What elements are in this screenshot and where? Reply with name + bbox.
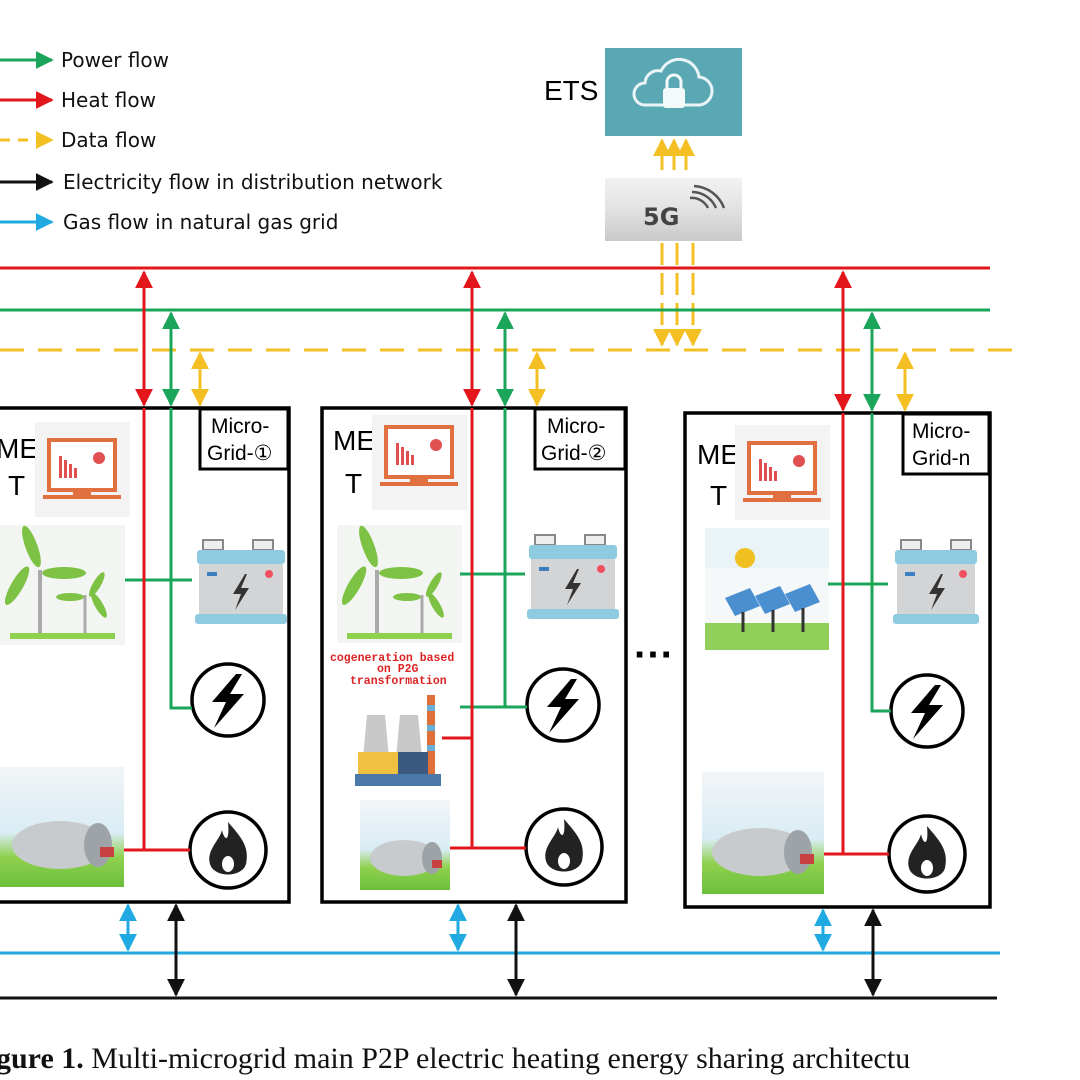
svg-text:Grid-②: Grid-② (541, 442, 607, 465)
electricity-load-icon (525, 667, 601, 743)
legend: Power flow Heat flow Data flow Electrici… (0, 48, 443, 234)
microgrid-n: Micro- Grid-n ME T (683, 270, 992, 997)
legend-item-gas: Gas flow in natural gas grid (0, 210, 338, 234)
legend-label: Gas flow in natural gas grid (63, 210, 338, 234)
svg-text:Micro-: Micro- (211, 415, 269, 438)
svg-text:cogeneration based: cogeneration based (330, 652, 454, 665)
legend-label: Heat flow (61, 88, 156, 112)
gas-boiler-icon (702, 772, 824, 894)
svg-text:Grid-n: Grid-n (912, 447, 970, 470)
cogeneration-plant-icon (355, 695, 441, 786)
svg-text:on P2G: on P2G (377, 663, 419, 676)
legend-label: Electricity flow in distribution network (63, 170, 443, 194)
microgrid-label: Micro- Grid-② (533, 407, 627, 471)
svg-text:Grid-①: Grid-① (207, 442, 273, 465)
battery-icon (195, 539, 287, 624)
met-label: ME (0, 433, 38, 464)
svg-text:Micro-: Micro- (547, 415, 605, 438)
caption-prefix: gure 1. (0, 1042, 84, 1075)
met-label: ME (333, 425, 375, 456)
microgrid-1: Micro- Grid-① ME T (0, 270, 291, 997)
microgrid-2: Micro- Grid-② ME T cogeneration based (320, 270, 628, 997)
ets-label: ETS (544, 75, 598, 106)
monitor-icon (35, 422, 130, 517)
legend-item-data: Data flow (0, 128, 156, 152)
microgrid-label: Micro- Grid-① (198, 407, 290, 471)
solar-panel-icon (705, 528, 829, 650)
legend-label: Power flow (61, 48, 169, 72)
caption-text: Multi-microgrid main P2P electric heatin… (84, 1042, 910, 1075)
gas-boiler-icon (0, 767, 124, 887)
heat-load-icon (887, 814, 967, 894)
legend-item-electricity: Electricity flow in distribution network (0, 170, 443, 194)
legend-label: Data flow (61, 128, 156, 152)
svg-text:transformation: transformation (350, 675, 447, 688)
heat-load-icon (524, 807, 604, 887)
met-label: T (345, 468, 362, 499)
battery-icon (893, 539, 979, 624)
met-label: ME (697, 439, 739, 470)
wind-turbine-icon (337, 525, 462, 643)
microgrid-label: Micro- Grid-n (901, 412, 991, 476)
cogeneration-label: cogeneration based on P2G transformation (330, 652, 454, 688)
heat-load-icon (188, 810, 268, 890)
5g-signal-icon: 5G (605, 178, 742, 241)
wind-turbine-icon (0, 525, 125, 645)
more-microgrids-ellipsis: ··· (634, 633, 674, 677)
5g-label: 5G (643, 203, 679, 231)
monitor-icon (735, 425, 830, 520)
data-uplink-arrows (653, 138, 695, 170)
electricity-load-icon (889, 673, 965, 749)
cloud-lock-icon (605, 48, 742, 136)
svg-text:Micro-: Micro- (912, 420, 970, 443)
figure-caption: gure 1. Multi-microgrid main P2P electri… (0, 1042, 910, 1075)
met-label: T (710, 480, 727, 511)
met-label: T (8, 470, 25, 501)
gas-boiler-icon (360, 800, 450, 890)
legend-item-power: Power flow (0, 48, 169, 72)
electricity-load-icon (190, 662, 266, 738)
monitor-icon (372, 415, 467, 510)
battery-icon (527, 534, 619, 619)
data-downlink-arrows (653, 243, 702, 347)
legend-item-heat: Heat flow (0, 88, 156, 112)
